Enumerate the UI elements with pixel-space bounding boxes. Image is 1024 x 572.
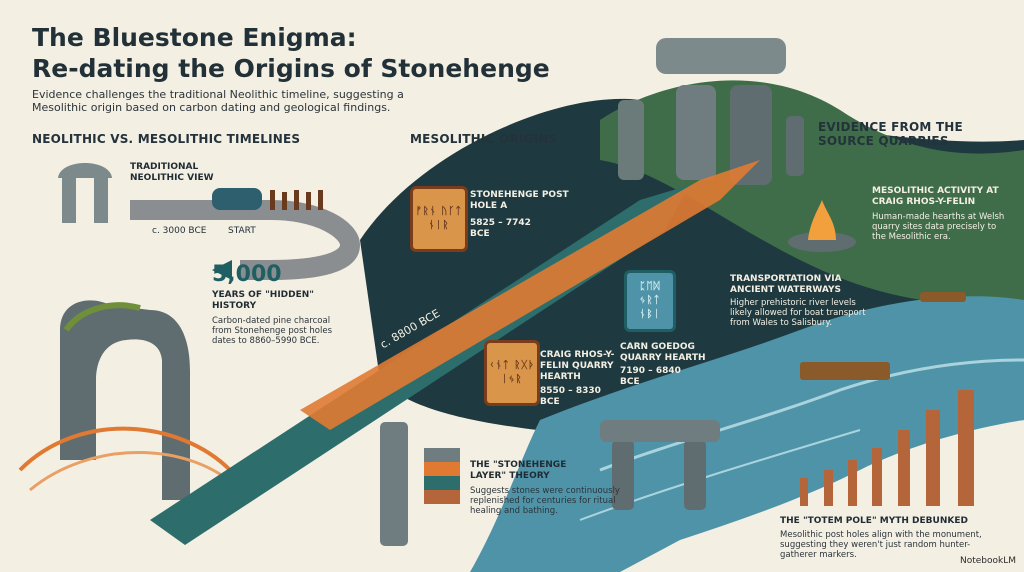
craig-date: 8550 – 8330 BCE: [540, 386, 601, 407]
timeline-arrow-orange: [300, 160, 760, 430]
transport-title: TRANSPORTATION VIA ANCIENT WATERWAYS: [730, 274, 842, 295]
layer-4: [424, 490, 460, 504]
river-ripple-2: [579, 429, 861, 521]
haulers: [270, 190, 323, 210]
rune-tablet-carn: ᛈᛖᛞ ᛃᚱᛏ ᚾᛒᛁ: [624, 270, 676, 332]
lower-lintel: [600, 420, 720, 442]
watermark: NotebookLM: [959, 556, 1016, 566]
layer-1: [424, 448, 460, 462]
page-subtitle: Evidence challenges the traditional Neol…: [32, 88, 404, 114]
lower-pillar-right: [684, 440, 706, 510]
timelines-heading: NEOLITHIC VS. MESOLITHIC TIMELINES: [32, 132, 301, 146]
orange-arc-2: [29, 451, 242, 492]
years-number: 5,000: [212, 262, 282, 287]
totem-poles: [800, 390, 974, 506]
river-ripple: [599, 358, 1024, 472]
transport-description: Higher prehistoric river levels likely a…: [730, 298, 866, 328]
mesolithic-heading: MESOLITHIC ORIGINS: [410, 132, 558, 146]
post-hole-label: STONEHENGE POST HOLE A: [470, 190, 569, 211]
traditional-label: TRADITIONAL NEOLITHIC VIEW: [130, 162, 214, 183]
totem-description: Mesolithic post holes align with the mon…: [780, 530, 982, 560]
orange-arc: [18, 426, 232, 472]
fire-icon: [808, 200, 836, 240]
layer-2: [424, 462, 460, 476]
stone-pillar-right: [730, 85, 772, 185]
activity-title: MESOLITHIC ACTIVITY AT CRAIG RHOS-Y-FELI…: [872, 186, 999, 207]
evidence-heading: EVIDENCE FROM THE SOURCE QUARRIES: [818, 120, 963, 148]
stone-pillar-left: [676, 85, 716, 180]
turn-arrow: [212, 260, 232, 280]
stone-small: [786, 116, 804, 176]
hearth-ring: [788, 232, 856, 252]
start-label: START: [228, 226, 256, 236]
small-arch-top: [58, 163, 112, 178]
layer-description: Suggests stones were continuously replen…: [470, 486, 620, 516]
page-title: The Bluestone Enigma:Re-dating the Origi…: [32, 23, 550, 83]
small-arch-left: [62, 175, 76, 223]
hauled-stone: [212, 188, 262, 210]
layered-stone: [380, 422, 408, 546]
date-3000: c. 3000 BCE: [152, 226, 207, 236]
years-description: Carbon-dated pine charcoal from Stonehen…: [212, 316, 333, 346]
stone-leaning: [618, 100, 644, 180]
years-text: YEARS OF "HIDDEN" HISTORY: [212, 290, 314, 311]
craig-label: CRAIG RHOS-Y-FELIN QUARRY HEARTH: [540, 350, 615, 382]
activity-description: Human-made hearths at Welsh quarry sites…: [872, 212, 1005, 242]
rune-tablet-post-hole: ᚠᚱᚾ ᚢᚴᛏ ᚾᛁᚱ: [410, 186, 468, 252]
carn-label: CARN GOEDOG QUARRY HEARTH: [620, 342, 706, 363]
lower-pillar-left: [612, 440, 634, 510]
rune-tablet-craig: ᚲᚾᛏ ᚱᚷᚦ ᛁᛃᚱ: [484, 340, 540, 406]
stone-lintel: [656, 38, 786, 74]
moss: [63, 302, 141, 332]
timeline-road: [130, 200, 361, 280]
small-arch-right: [94, 175, 108, 223]
raft-icon: [800, 362, 890, 380]
layer-title: THE "STONEHENGE LAYER" THEORY: [470, 460, 567, 481]
totem-title: THE "TOTEM POLE" MYTH DEBUNKED: [780, 516, 968, 526]
stone-arch: [60, 300, 190, 500]
layer-3: [424, 476, 460, 490]
carn-date: 7190 – 6840 BCE: [620, 366, 681, 387]
boat-icon: [920, 292, 966, 302]
post-hole-date: 5825 – 7742 BCE: [470, 218, 531, 239]
